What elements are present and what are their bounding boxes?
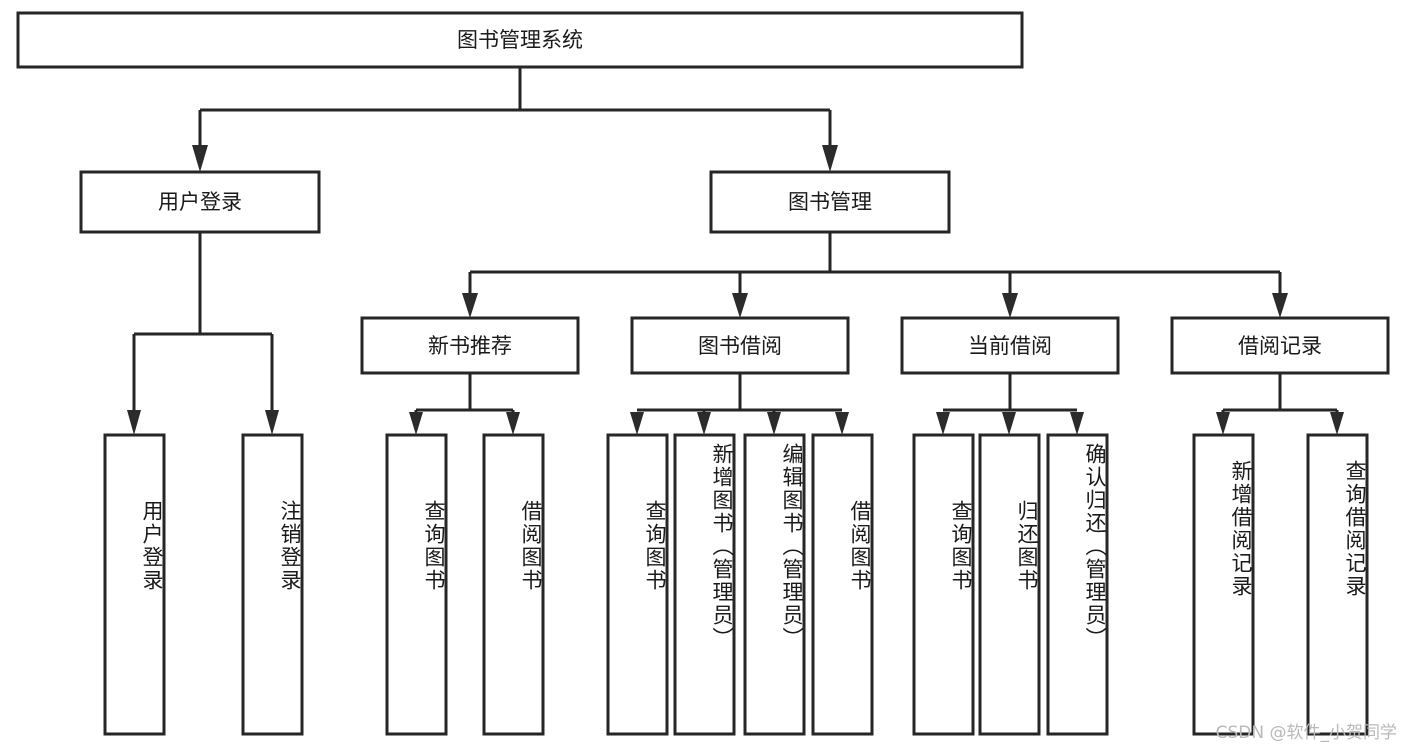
connector-group-records-children [1216, 373, 1344, 435]
arrow-head-icon [732, 293, 748, 318]
arrow-head-icon [1070, 412, 1084, 435]
leaf-box-add-book-admin[interactable] [673, 433, 736, 736]
connector-group-userlogin-children [127, 232, 279, 435]
arrow-head-icon [767, 412, 781, 435]
arrow-head-icon [1272, 293, 1288, 318]
node-root-label: 图书管理系统 [457, 28, 583, 52]
connector-group-root-to-level2 [192, 67, 838, 172]
arrow-head-icon [1002, 293, 1018, 318]
node-root-box[interactable] [16, 11, 1024, 69]
node-borrow-records-label: 借阅记录 [1238, 334, 1322, 358]
leaf-box-query-borrow-record[interactable] [1306, 433, 1369, 736]
node-book-borrow[interactable]: 图书借阅 [630, 316, 850, 375]
leaf-box-edit-book-admin[interactable] [743, 433, 806, 736]
arrow-head-icon [265, 410, 279, 435]
arrow-head-icon [1216, 412, 1230, 435]
arrow-head-icon [630, 412, 644, 435]
arrow-head-icon [936, 412, 950, 435]
node-user-login[interactable]: 用户登录 [79, 170, 321, 234]
node-new-book-recommend-label: 新书推荐 [428, 334, 512, 358]
leaf-box-query-book-current[interactable] [912, 433, 975, 736]
node-user-login-box[interactable] [79, 170, 321, 234]
leaf-box-query-book-borrow[interactable] [606, 433, 669, 736]
node-book-borrow-label: 图书借阅 [698, 334, 782, 358]
node-user-login-label: 用户登录 [158, 190, 242, 214]
leaf-box-confirm-return-admin[interactable] [1046, 433, 1109, 736]
node-book-borrow-box[interactable] [630, 316, 850, 375]
node-book-management[interactable]: 图书管理 [709, 170, 951, 234]
arrow-head-icon [409, 412, 423, 435]
arrow-head-icon [462, 293, 478, 318]
node-root[interactable]: 图书管理系统 [16, 11, 1024, 69]
node-current-borrow-box[interactable] [900, 316, 1120, 375]
node-new-book-recommend-box[interactable] [360, 316, 580, 375]
node-current-borrow[interactable]: 当前借阅 [900, 316, 1120, 375]
node-new-book-recommend[interactable]: 新书推荐 [360, 316, 580, 375]
node-borrow-records-box[interactable] [1170, 316, 1390, 375]
leaf-box-add-borrow-record[interactable] [1192, 433, 1255, 736]
connector-group-borrow-children [630, 373, 849, 435]
arrow-head-icon [697, 412, 711, 435]
arrow-head-icon [822, 145, 838, 172]
arrow-head-icon [1330, 412, 1344, 435]
leaf-box-borrow-book-new[interactable] [482, 433, 545, 736]
connector-group-bookmgmt-children [462, 232, 1288, 318]
node-book-management-box[interactable] [709, 170, 951, 234]
arrow-head-icon [1002, 412, 1016, 435]
leaf-box-borrow-book[interactable] [811, 433, 874, 736]
arrow-head-icon [506, 412, 520, 435]
connector-group-newbook-children [409, 373, 520, 435]
arrow-head-icon [127, 410, 141, 435]
arrow-head-icon [835, 412, 849, 435]
leaf-box-logout[interactable] [241, 433, 304, 736]
csdn-watermark: CSDN @软件_小贺同学 [1215, 723, 1397, 743]
leaf-box-user-login[interactable] [103, 433, 166, 736]
node-book-management-label: 图书管理 [788, 190, 872, 214]
connector-group-current-children [936, 373, 1084, 435]
leaf-box-query-book-new[interactable] [385, 433, 448, 736]
arrow-head-icon [192, 145, 208, 172]
leaf-box-return-book[interactable] [978, 433, 1041, 736]
node-current-borrow-label: 当前借阅 [968, 334, 1052, 358]
node-borrow-records[interactable]: 借阅记录 [1170, 316, 1390, 375]
